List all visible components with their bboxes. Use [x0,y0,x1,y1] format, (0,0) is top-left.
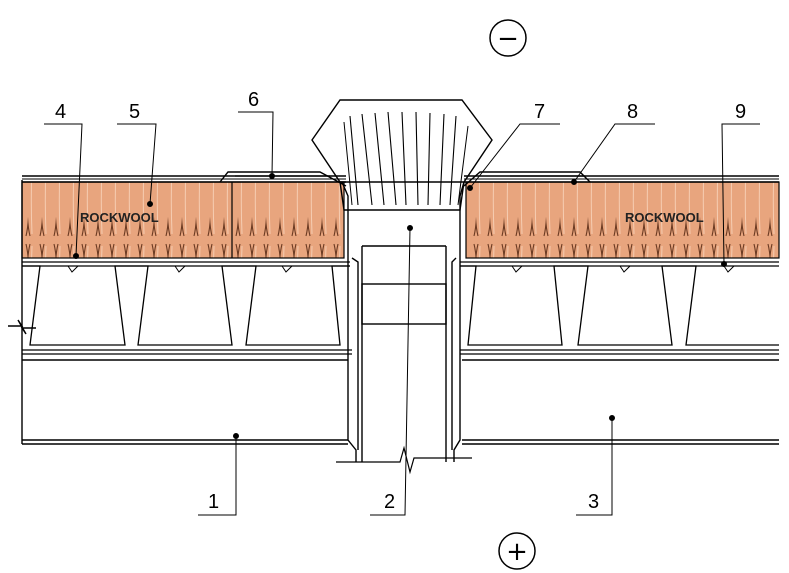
left-rockwool-label: ROCKWOOL [80,210,159,225]
label-6: 6 [248,89,259,111]
label-8: 8 [627,101,638,123]
label-1: 1 [208,491,219,513]
supporting-structure [8,180,779,445]
minus-sign-symbol: − [489,19,527,57]
label-9: 9 [735,101,746,123]
callout-numbers: 4 5 6 7 8 9 1 2 3 [55,89,746,513]
right-insulation-layer: ROCKWOOL [465,181,780,259]
callout-leaders [44,111,760,516]
label-4: 4 [55,101,66,123]
label-2: 2 [384,491,395,513]
roof-membrane-layers [22,171,779,187]
right-rockwool-label: ROCKWOOL [625,210,704,225]
svg-text:+: + [506,537,528,567]
plus-sign-symbol: + [498,532,536,570]
label-5: 5 [129,101,140,123]
label-3: 3 [588,491,599,513]
label-7: 7 [534,101,545,123]
left-profiled-steel-deck [22,261,352,355]
svg-text:−: − [497,24,519,54]
right-profiled-steel-deck [460,261,779,355]
left-insulation-layer: ROCKWOOL [21,181,345,259]
roof-drain-funnel [311,99,493,475]
